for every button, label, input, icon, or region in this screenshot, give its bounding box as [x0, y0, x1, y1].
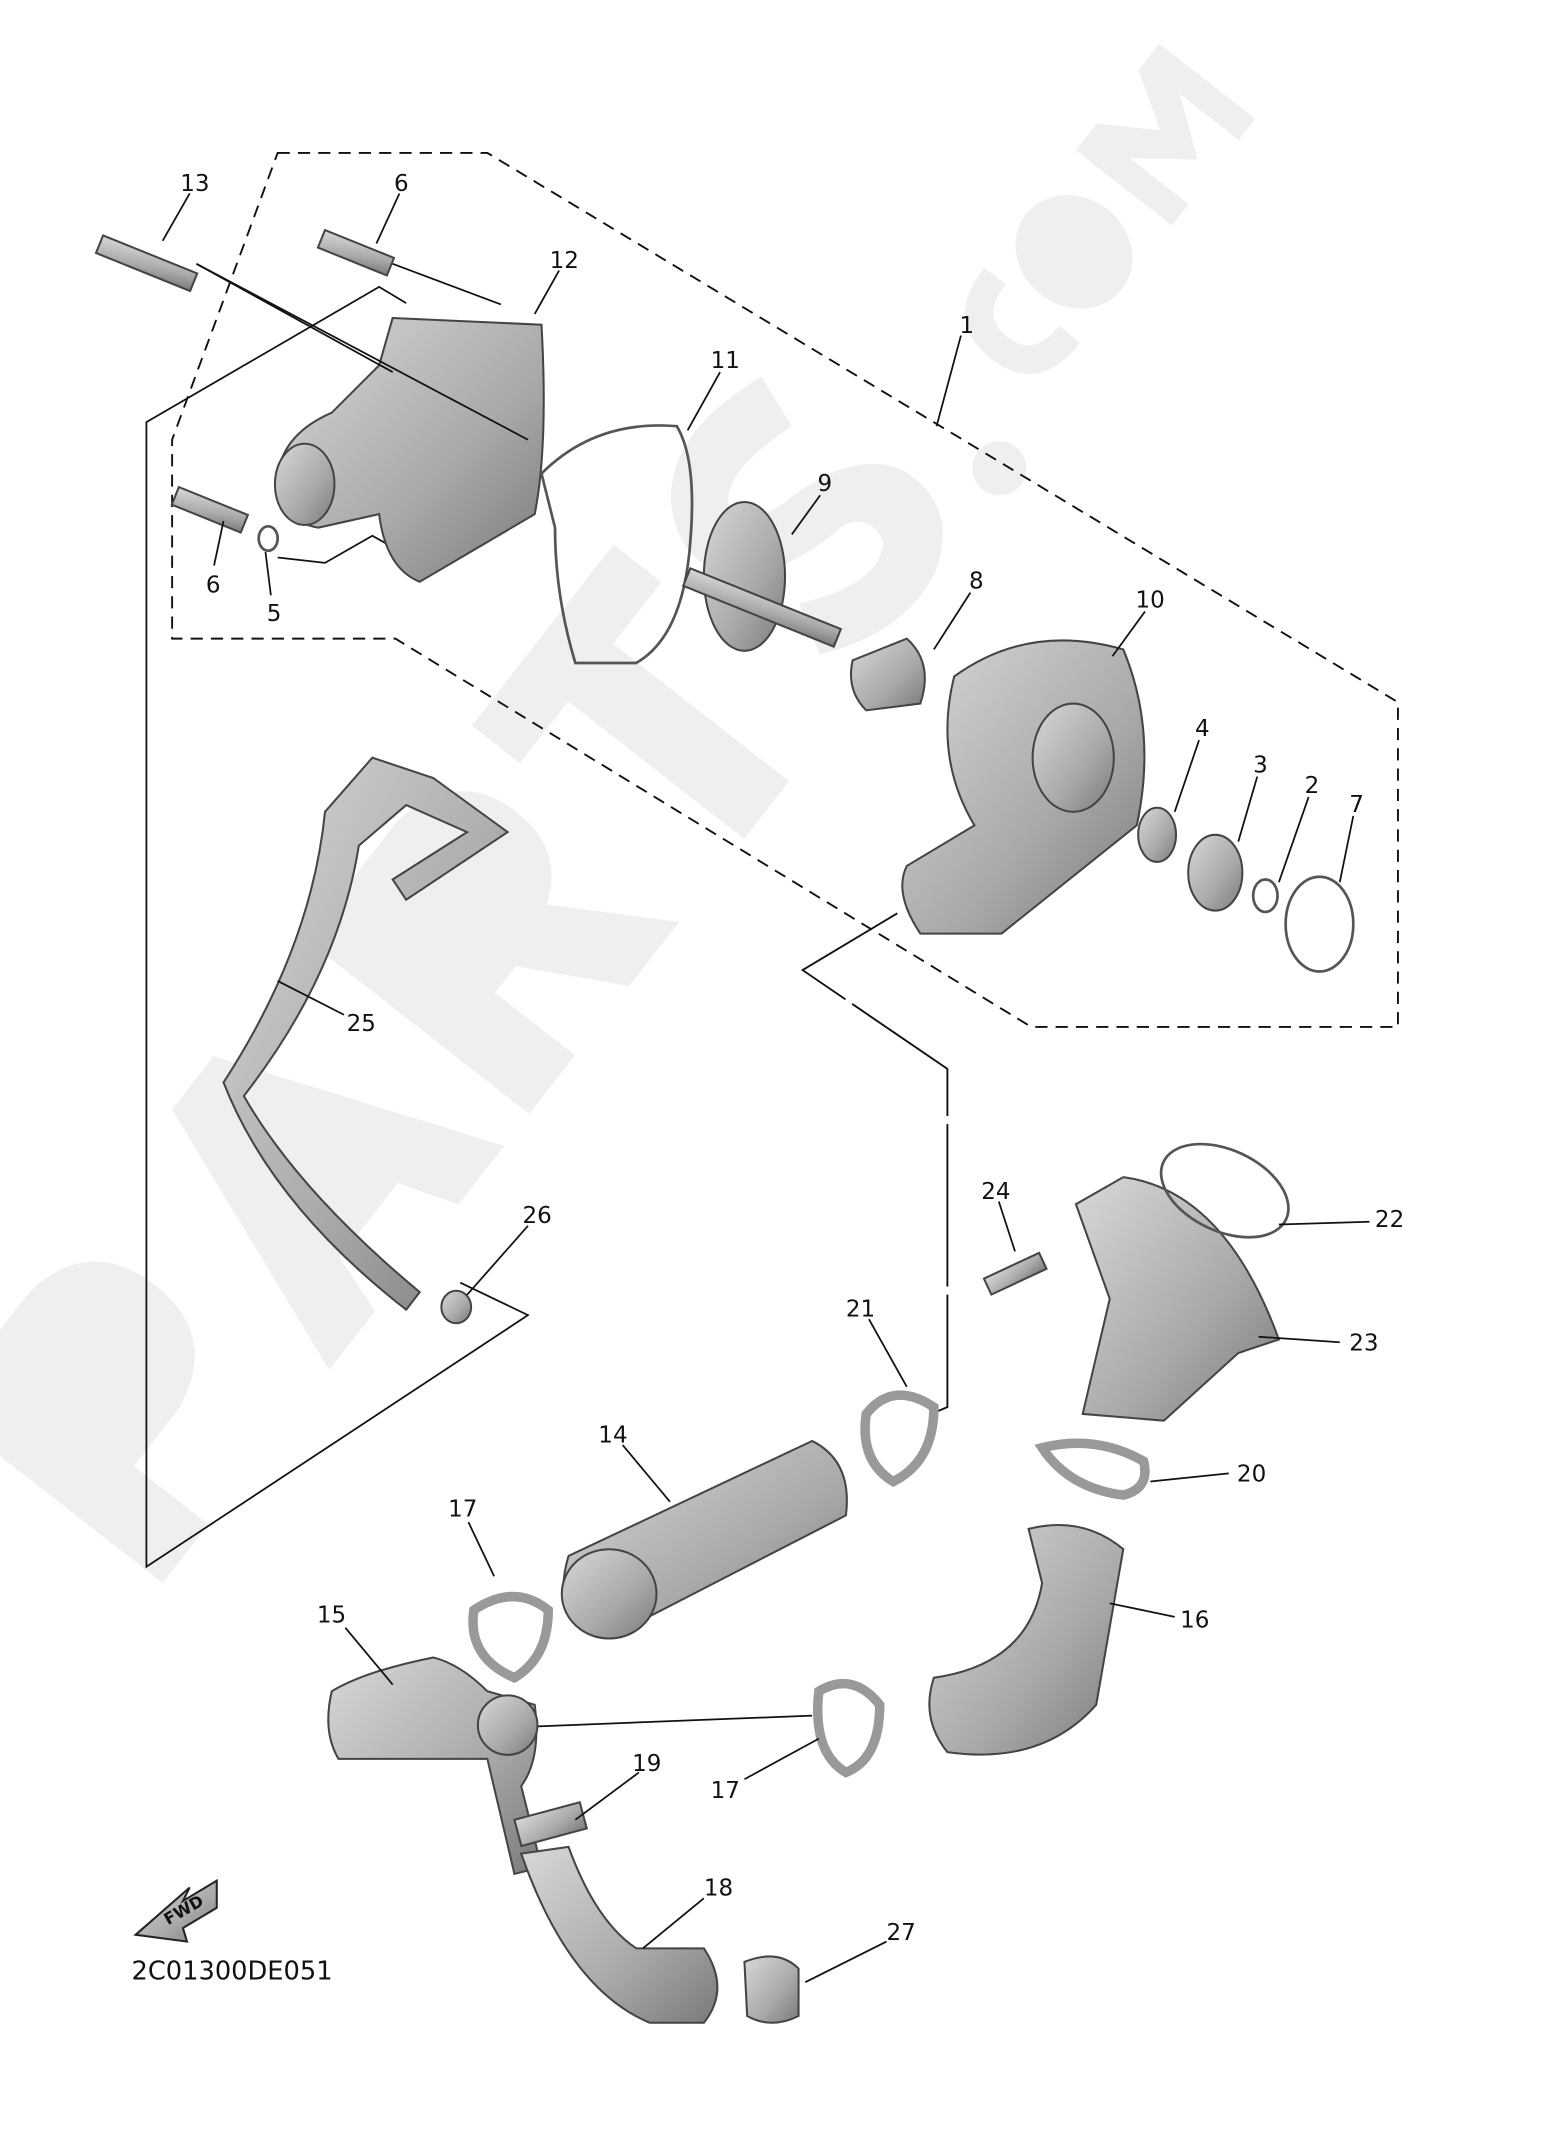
callout-19: 19	[632, 1751, 661, 1777]
part-clamp-17b	[813, 1679, 885, 1778]
part-gasket-11	[539, 424, 694, 665]
part-seal-8	[849, 637, 926, 712]
callout-17b: 17	[711, 1778, 740, 1804]
part-bolts	[94, 228, 1048, 1296]
part-hose-25	[222, 756, 510, 1312]
callout-leaders	[161, 193, 1370, 1983]
part-pump-cover-12	[273, 316, 545, 583]
part-impeller-shaft-9	[681, 500, 843, 652]
part-pipe-18	[519, 1845, 719, 2024]
callout-15: 15	[317, 1602, 346, 1628]
callout-21: 21	[846, 1296, 875, 1322]
callout-5: 5	[267, 601, 282, 627]
callout-3: 3	[1253, 753, 1268, 779]
part-pump-housing-10	[901, 639, 1146, 935]
assembly-dashed-outline	[171, 151, 1399, 1028]
part-bearing-3	[1187, 833, 1244, 912]
part-clamp-17a	[468, 1591, 553, 1684]
part-oring-7	[1284, 875, 1355, 973]
callout-12: 12	[550, 248, 579, 274]
callout-27: 27	[887, 1920, 916, 1946]
callout-18: 18	[704, 1876, 733, 1902]
part-clamp-19	[513, 1801, 589, 1848]
callout-4: 4	[1195, 716, 1210, 742]
part-circlip-2	[1251, 878, 1279, 914]
callout-13: 13	[180, 171, 209, 197]
callout-7: 7	[1349, 792, 1364, 818]
callout-6: 6	[394, 171, 409, 197]
callout-2: 2	[1305, 773, 1320, 799]
callout-16: 16	[1180, 1608, 1209, 1634]
callout-8: 8	[969, 569, 984, 595]
part-clamp-21	[860, 1390, 939, 1487]
hose-group-outline	[145, 285, 530, 1569]
part-bearing-4	[1137, 806, 1178, 863]
callout-26: 26	[523, 1203, 552, 1229]
hose-group-outline-right	[800, 912, 949, 1415]
part-hose-15	[327, 1656, 543, 1876]
part-thermostat-cover-23	[1074, 1142, 1290, 1422]
callout-1: 1	[960, 313, 975, 339]
part-washer-5	[257, 524, 280, 553]
callout-20: 20	[1237, 1462, 1266, 1488]
callout-25: 25	[347, 1011, 376, 1037]
part-clamp-20	[1034, 1438, 1150, 1500]
callout-9: 9	[818, 471, 833, 497]
hose-14-end	[560, 1548, 658, 1640]
callout-14: 14	[598, 1422, 627, 1448]
hose-15-end	[476, 1694, 539, 1756]
callout-23: 23	[1349, 1330, 1378, 1356]
callout-22: 22	[1375, 1207, 1404, 1233]
callout-11: 11	[711, 348, 740, 374]
fwd-arrow-icon: FWD	[133, 1878, 218, 1943]
part-clamp-26	[440, 1289, 473, 1325]
connector-15-17	[534, 1714, 813, 1728]
callout-10: 10	[1135, 588, 1164, 614]
callout-6b: 6	[206, 573, 221, 599]
callout-24: 24	[981, 1179, 1010, 1205]
diagram-code: 2C01300DE051	[132, 1956, 333, 1986]
callout-17: 17	[448, 1497, 477, 1523]
callout-labels: 13 6 12 11 1 9 8 10 4 3 2 7 6 5 25 26 24…	[180, 171, 1404, 1946]
part-hose-16	[928, 1524, 1125, 1756]
part-clamp-27	[743, 1955, 800, 2024]
